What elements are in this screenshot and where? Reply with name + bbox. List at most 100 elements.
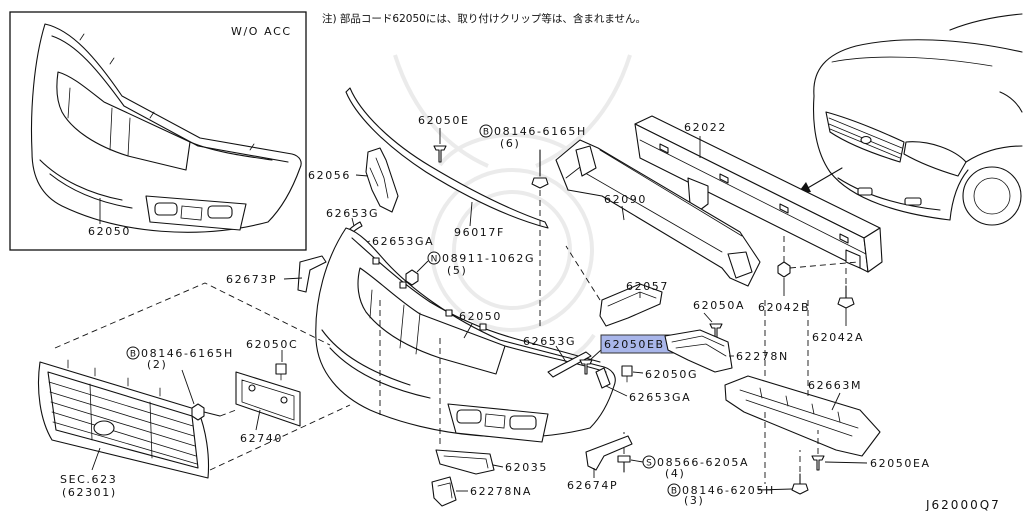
screw-6205a-drawing [617, 455, 631, 473]
fastener-b-prefix-middle: B [130, 350, 136, 360]
bracket-g-right-label: 62653G [523, 335, 576, 348]
beam-dashed-line-1 [789, 261, 859, 269]
fastener-number-n: 08911-1062G [442, 252, 535, 265]
fog-bracket-drawing [435, 449, 495, 475]
fastener-s-symbol [642, 455, 656, 469]
clip-ea-leader [824, 461, 868, 464]
fog-dashed-line [379, 300, 441, 448]
nut-b-label: 62042B [758, 301, 810, 314]
stay-left-drawing [297, 255, 327, 293]
grille-leader [91, 447, 101, 471]
bumper-fascia-drawing [315, 227, 616, 443]
fastener-number-middle: 08146-6165H [141, 347, 234, 360]
fastener-number-upper: 08146-6165H [494, 125, 587, 138]
inset-condition-label: W/O ACC [231, 25, 292, 38]
clip-a-label: 62050A [693, 299, 745, 312]
bumper-fascia-leader [463, 323, 473, 339]
inset-bumper-drawing [30, 23, 302, 233]
parts-note: 注) 部品コード62050には、取り付けクリップ等は、含まれません。 [322, 12, 646, 25]
reinforcement-beam-drawing [634, 115, 883, 273]
grille-dashed-line-2 [209, 404, 351, 471]
energy-absorber-label: 62090 [604, 193, 647, 206]
fog-bracket-leader [492, 464, 504, 468]
fastener-s-prefix: S [646, 459, 652, 469]
bumper-fascia-label: 62050 [459, 310, 502, 323]
grille-dashed-line-1 [54, 282, 331, 349]
bracket-ga-left-label: 62653GA [372, 235, 434, 248]
bracket-right-drawing [599, 283, 663, 327]
grille-ref-label: (62301) [62, 486, 117, 499]
fastener-n-symbol [427, 251, 441, 265]
bolt-6205h-leader [757, 488, 793, 491]
clip-eb-label: 62050EB [604, 338, 665, 351]
bolt-6205h-drawing [791, 473, 809, 495]
bracket-ga-right-leader [605, 385, 628, 397]
vehicle-reference-drawing [813, 13, 1023, 226]
license-bracket-drawing [235, 371, 301, 427]
molding-leader [469, 201, 473, 227]
stay-right-label: 62674P [567, 479, 618, 492]
license-bracket-leader [255, 409, 261, 431]
nut-b-drawing [777, 261, 791, 278]
clip-eb-drawing [579, 359, 593, 375]
bracket-right-label: 62057 [626, 280, 669, 293]
clip-g-drawing [621, 365, 633, 383]
fastener-b-symbol-upper [479, 124, 493, 138]
clip-ea-label: 62050EA [870, 457, 931, 470]
bracket-upper-left-drawing [365, 147, 399, 213]
duct-right-label: 62278N [736, 350, 789, 363]
fastener-n-prefix: N [431, 255, 438, 265]
undercover-leader [831, 392, 841, 411]
bracket-ga-right-drawing [595, 367, 611, 389]
bolt-6165h-lower-drawing [191, 403, 221, 421]
duct-left-drawing [431, 476, 457, 507]
fastener-b-symbol-middle [126, 346, 140, 360]
clip-g-leader [632, 371, 644, 374]
energy-absorber-leader [621, 205, 625, 221]
clip-e-label: 62050E [418, 114, 470, 127]
bracket-right-dashed-line [565, 245, 601, 301]
bracket-upper-left-label: 62056 [308, 169, 351, 182]
duct-right-drawing [664, 329, 733, 373]
bracket-g-left-label: 62653G [326, 207, 379, 220]
bolt-lower-leader [181, 369, 195, 405]
energy-absorber-drawing [555, 139, 761, 287]
bracket-upper-left-leader [355, 174, 369, 177]
fastener-number-s: 08566-6205A [657, 456, 749, 469]
bolt-a-drawing [837, 285, 855, 309]
inset-frame [9, 11, 307, 251]
stay-right-drawing [585, 435, 633, 471]
nut-1062g-leader [416, 260, 429, 273]
bolt-lower-dashed-line [219, 409, 237, 417]
fastener-qty-middle: (2) [147, 358, 167, 371]
clip-ea-drawing [811, 455, 825, 471]
fog-bracket-label: 62035 [505, 461, 548, 474]
fastener-b-symbol-lower [667, 483, 681, 497]
clip-eb-leader [589, 349, 602, 361]
bracket-g-left-leader [351, 217, 355, 227]
reinforcement-label: 62022 [684, 121, 727, 134]
clip-g-label: 62050G [645, 368, 698, 381]
clip-e-drawing [433, 145, 447, 163]
clip-a-leader [703, 312, 713, 323]
clip-c-label: 62050C [246, 338, 298, 351]
molding-label: 96017F [454, 226, 505, 239]
stay-left-leader [283, 277, 303, 280]
inset-part-label: 62050 [88, 225, 131, 238]
bolt-6165h-upper-drawing [531, 149, 549, 189]
bracket-g-right-leader [555, 345, 567, 363]
fastener-qty-s: (4) [665, 467, 685, 480]
bolt-a-label: 62042A [812, 331, 864, 344]
diagram-code: J62000Q7 [925, 498, 1001, 511]
upper-molding-drawing [345, 87, 549, 229]
fastener-qty-n: (5) [447, 264, 467, 277]
inset-panel: W/O ACC 62050 [9, 11, 307, 251]
clip-c-drawing [275, 363, 287, 381]
duct-left-label: 62278NA [470, 485, 532, 498]
stay-left-label: 62673P [226, 273, 277, 286]
bracket-g-right-drawing [547, 351, 592, 378]
fastener-number-lower: 08146-6205H [682, 484, 775, 497]
grille-section-label: SEC.623 [60, 473, 117, 486]
fastener-b-prefix-lower: B [671, 487, 677, 497]
